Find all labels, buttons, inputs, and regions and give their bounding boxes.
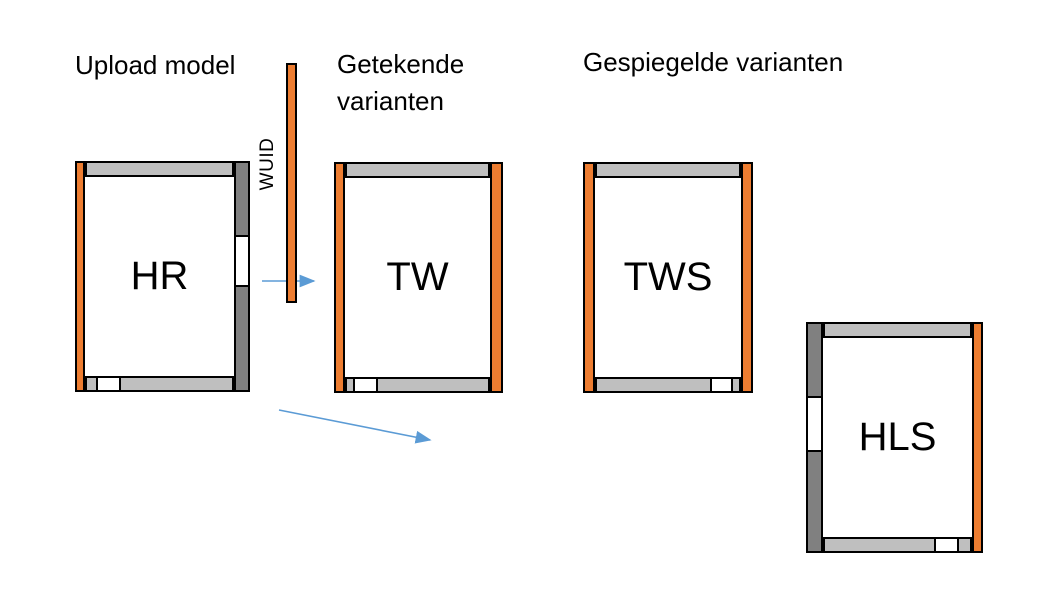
tw-wall-bottom	[345, 377, 490, 393]
header-gespiegelde-varianten: Gespiegelde varianten	[583, 47, 844, 77]
hls-wall-right-orange	[972, 322, 983, 553]
room-label: HR	[130, 254, 189, 298]
room-label: TWS	[623, 255, 713, 299]
hls-wall-top	[823, 322, 972, 338]
hls-bottom-door-opening	[934, 537, 959, 553]
tws-wall-top	[595, 162, 741, 178]
tws-bottom-door-opening	[710, 377, 733, 393]
arrow-diagonal-down	[278, 409, 432, 444]
tw-wall-right-orange	[490, 162, 503, 393]
hls-left-door-opening	[806, 396, 823, 452]
hr-wall-left-orange	[75, 161, 85, 392]
hr-right-door-opening	[234, 235, 250, 287]
room-label: TW	[386, 255, 449, 299]
tws-wall-left-orange	[583, 162, 595, 393]
tw-bottom-door-opening	[353, 377, 378, 393]
tws-wall-bottom	[595, 377, 741, 393]
hr-bottom-door-opening	[96, 376, 121, 392]
room-hls: HLS	[806, 322, 983, 553]
tws-wall-right-orange	[741, 162, 753, 393]
room-label: HLS	[858, 415, 937, 459]
hr-wall-top	[85, 161, 234, 177]
room-tws: TWS	[583, 162, 753, 393]
room-hr: HR	[75, 161, 250, 392]
tw-wall-left-orange	[334, 162, 345, 393]
wuid-label: WUID	[257, 137, 278, 191]
tw-wall-top	[345, 162, 490, 178]
header-getekende-varianten: Getekende varianten	[337, 49, 465, 116]
wuid-wall	[286, 63, 297, 303]
header-upload-model: Upload model	[75, 50, 236, 80]
room-tw: TW	[334, 162, 503, 393]
hr-wall-bottom	[85, 376, 234, 392]
